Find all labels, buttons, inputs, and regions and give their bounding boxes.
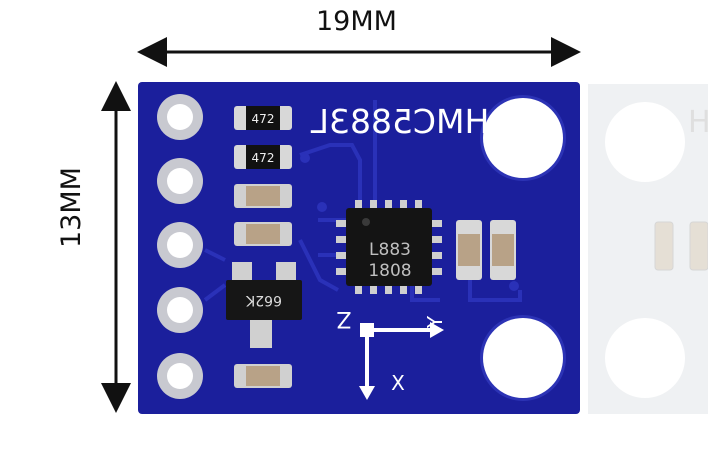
capacitor-c5 (490, 220, 516, 280)
header-pin-2 (157, 158, 203, 204)
board-title-silkscreen: HMC5883L (310, 102, 489, 141)
header-pin-4 (157, 287, 203, 333)
width-dimension-label: 19MM (316, 6, 397, 37)
hmc5883l-chip: L883 1808 (336, 200, 442, 294)
resistor-r2-marking: 472 (252, 151, 275, 165)
header-pin-1 (157, 94, 203, 140)
header-pin-3 (157, 222, 203, 268)
capacitor-c4 (456, 220, 482, 280)
axis-y-label: Y (423, 315, 447, 329)
resistor-r1-marking: 472 (252, 112, 275, 126)
ghost-board: H (588, 84, 708, 414)
axis-x-label: X (391, 371, 405, 395)
axis-indicator: Z Y X (336, 306, 447, 400)
resistor-r1: 472 (234, 106, 292, 130)
resistor-r2: 472 (234, 145, 292, 169)
chip-marking-line1: L883 (369, 240, 411, 260)
axis-z-label: Z (336, 306, 351, 331)
capacitor-c3 (234, 364, 292, 388)
capacitor-c2 (234, 222, 292, 246)
capacitor-c1 (234, 184, 292, 208)
chip-marking-line2: 1808 (368, 261, 411, 281)
header-pin-5 (157, 353, 203, 399)
mounting-hole-bottom (480, 315, 566, 401)
ghost-letter: H (688, 105, 708, 140)
mounting-hole-top (480, 95, 566, 181)
voltage-regulator: 662K (226, 262, 302, 348)
regulator-marking: 662K (245, 292, 282, 308)
